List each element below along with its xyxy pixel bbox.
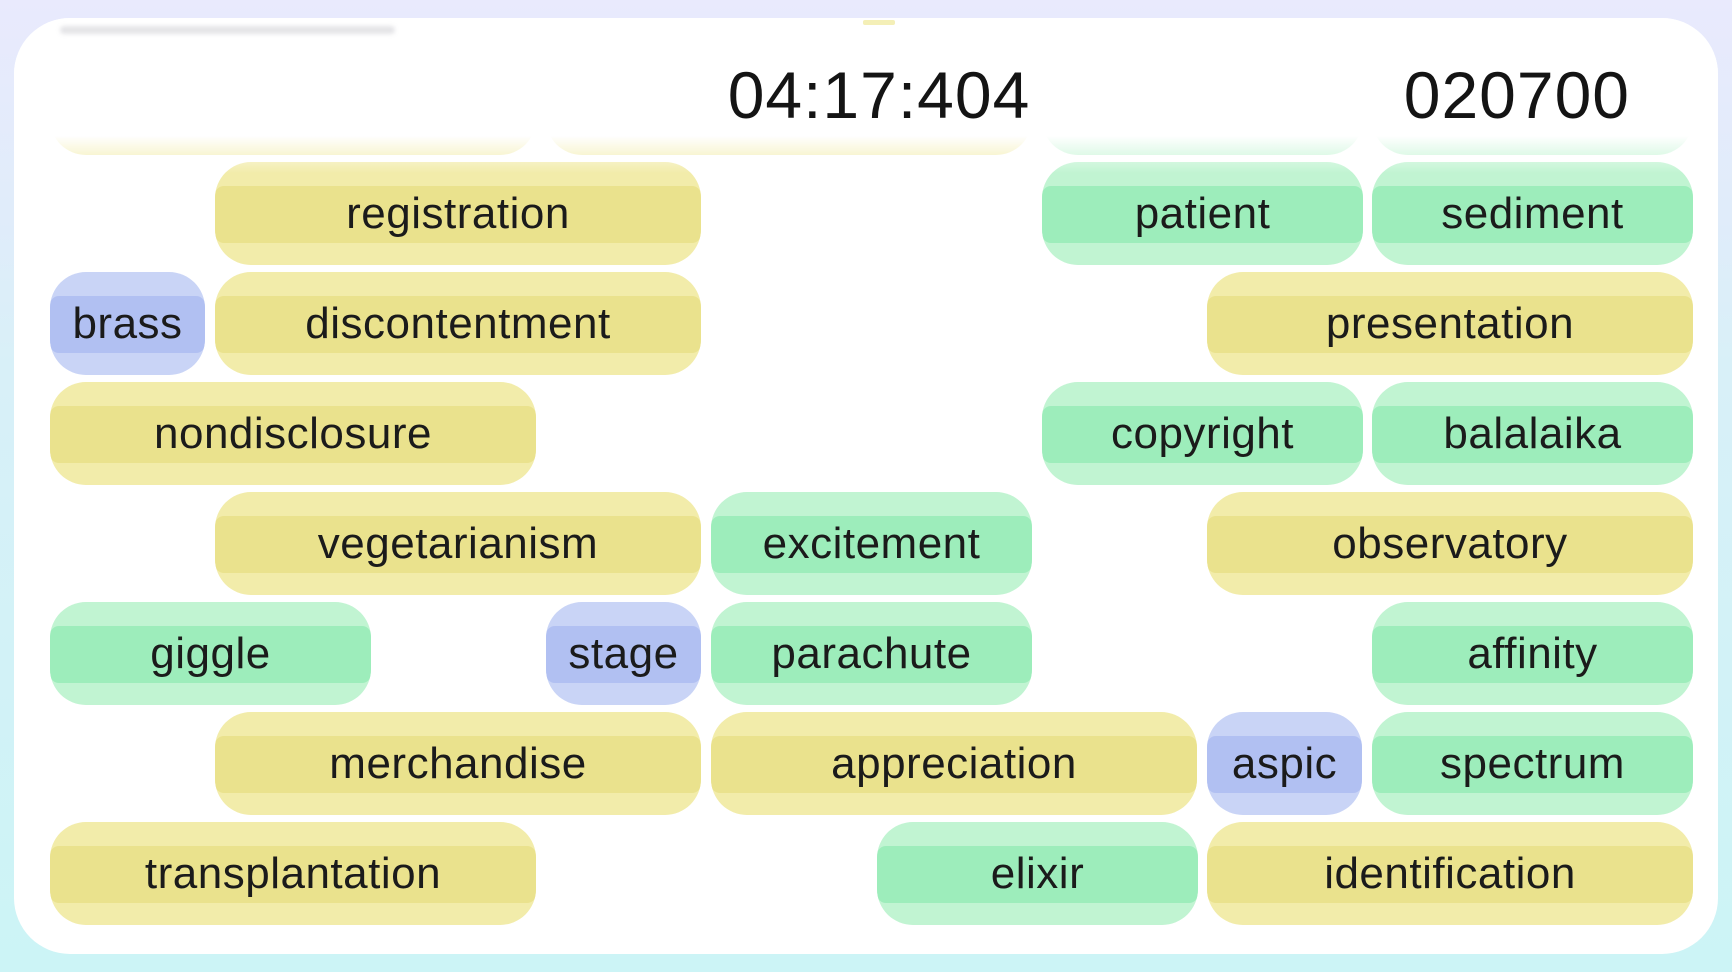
- word-pill-label: parachute: [771, 628, 972, 678]
- word-pill-label: giggle: [150, 628, 271, 678]
- word-pill-label: patient: [1134, 188, 1271, 238]
- game-card: registration patient sediment brass disconte…: [14, 18, 1718, 954]
- ghost-pill-sliver: [863, 20, 895, 25]
- word-pill-transplantation[interactable]: transplantation: [50, 822, 536, 925]
- word-pill-label: sediment: [1441, 188, 1624, 238]
- word-pill-label: identification: [1324, 848, 1576, 898]
- word-pill-observatory[interactable]: observatory: [1207, 492, 1693, 595]
- word-pill-registration[interactable]: registration: [215, 162, 701, 265]
- timer-display: 04:17:404: [727, 58, 1031, 132]
- word-pill-identification[interactable]: identification: [1207, 822, 1693, 925]
- word-pill-appreciation[interactable]: appreciation: [711, 712, 1197, 815]
- word-pill-merchandise[interactable]: merchandise: [215, 712, 701, 815]
- word-pill-label: stage: [568, 628, 679, 678]
- word-pill-nondisclosure[interactable]: nondisclosure: [50, 382, 536, 485]
- word-pill-elixir[interactable]: elixir: [877, 822, 1198, 925]
- word-pill-label: copyright: [1110, 408, 1295, 458]
- word-pill-label: elixir: [990, 848, 1085, 898]
- word-pill-label: registration: [346, 188, 570, 238]
- word-pill-copyright[interactable]: copyright: [1042, 382, 1363, 485]
- word-pill-discontentment[interactable]: discontentment: [215, 272, 701, 375]
- word-pill-parachute[interactable]: parachute: [711, 602, 1032, 705]
- score-display: 020700: [1403, 58, 1630, 132]
- word-pill-giggle[interactable]: giggle: [50, 602, 371, 705]
- header-overlay: 04:17:404 020700: [14, 18, 1718, 173]
- word-pill-presentation[interactable]: presentation: [1207, 272, 1693, 375]
- word-pill-label: transplantation: [144, 848, 442, 898]
- word-pill-label: affinity: [1467, 628, 1598, 678]
- word-pill-label: merchandise: [329, 738, 587, 788]
- word-pill-label: brass: [72, 298, 183, 348]
- word-pill-label: balalaika: [1443, 408, 1622, 458]
- word-pill-affinity[interactable]: affinity: [1372, 602, 1693, 705]
- word-pill-excitement[interactable]: excitement: [711, 492, 1032, 595]
- word-pill-patient[interactable]: patient: [1042, 162, 1363, 265]
- word-pill-label: observatory: [1332, 518, 1568, 568]
- word-pill-label: presentation: [1325, 298, 1575, 348]
- word-pill-label: discontentment: [305, 298, 611, 348]
- word-pill-spectrum[interactable]: spectrum: [1372, 712, 1693, 815]
- word-pill-stage[interactable]: stage: [546, 602, 701, 705]
- ghost-row-remnant: [60, 26, 395, 34]
- word-pill-aspic[interactable]: aspic: [1207, 712, 1362, 815]
- word-pill-label: appreciation: [831, 738, 1077, 788]
- word-pill-label: spectrum: [1440, 738, 1625, 788]
- word-pill-label: excitement: [762, 518, 981, 568]
- word-pill-label: aspic: [1231, 738, 1338, 788]
- word-pill-sediment[interactable]: sediment: [1372, 162, 1693, 265]
- word-pill-balalaika[interactable]: balalaika: [1372, 382, 1693, 485]
- word-pill-label: nondisclosure: [154, 408, 432, 458]
- word-pill-vegetarianism[interactable]: vegetarianism: [215, 492, 701, 595]
- word-pill-label: vegetarianism: [317, 518, 599, 568]
- word-pill-brass[interactable]: brass: [50, 272, 205, 375]
